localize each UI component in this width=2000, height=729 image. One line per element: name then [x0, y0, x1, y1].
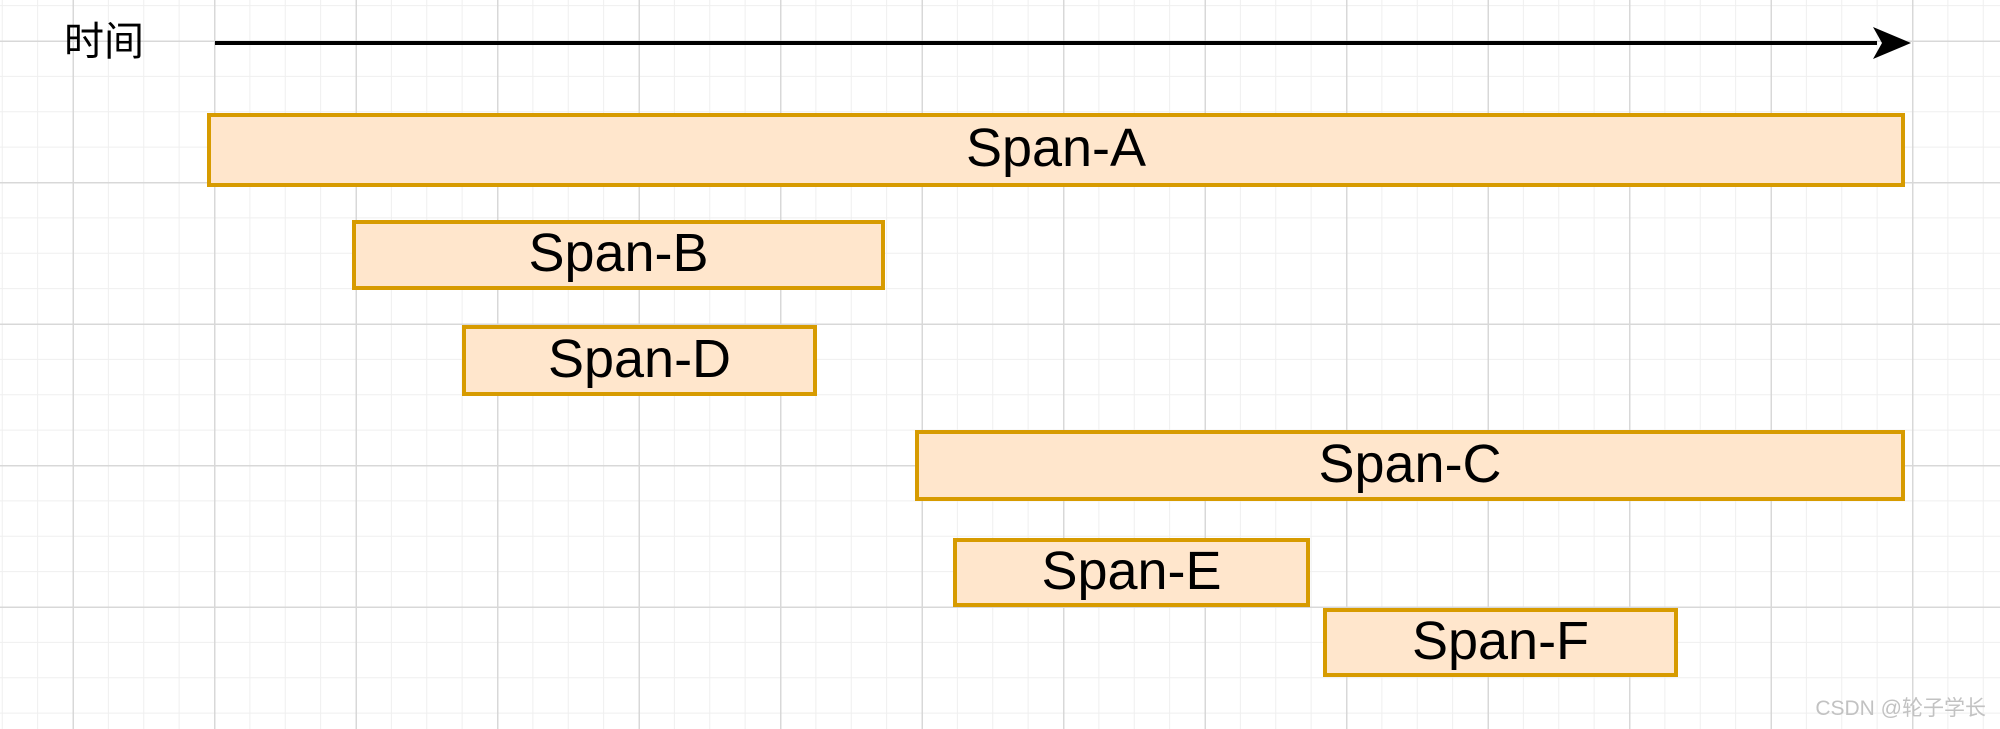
span-label-d: Span-D [547, 328, 732, 389]
span-bar-e: Span-E [953, 538, 1310, 607]
span-bar-c: Span-C [915, 430, 1905, 501]
span-label-b: Span-B [528, 223, 709, 283]
span-bar-f: Span-F [1323, 608, 1678, 677]
span-bar-b: Span-B [352, 220, 885, 290]
span-label-c: Span-C [1318, 433, 1502, 494]
watermark: CSDN @轮子学长 [1815, 697, 1986, 720]
span-label-e: Span-E [1041, 540, 1222, 601]
span-label-a: Span-A [965, 118, 1147, 178]
time-axis-label: 时间 [64, 20, 144, 64]
span-bar-d: Span-D [462, 325, 817, 396]
time-axis-arrow [215, 27, 1911, 59]
time-axis-arrowhead-icon [1873, 27, 1911, 59]
span-label-f: Span-F [1411, 610, 1590, 671]
span-bar-a: Span-A [207, 113, 1905, 187]
